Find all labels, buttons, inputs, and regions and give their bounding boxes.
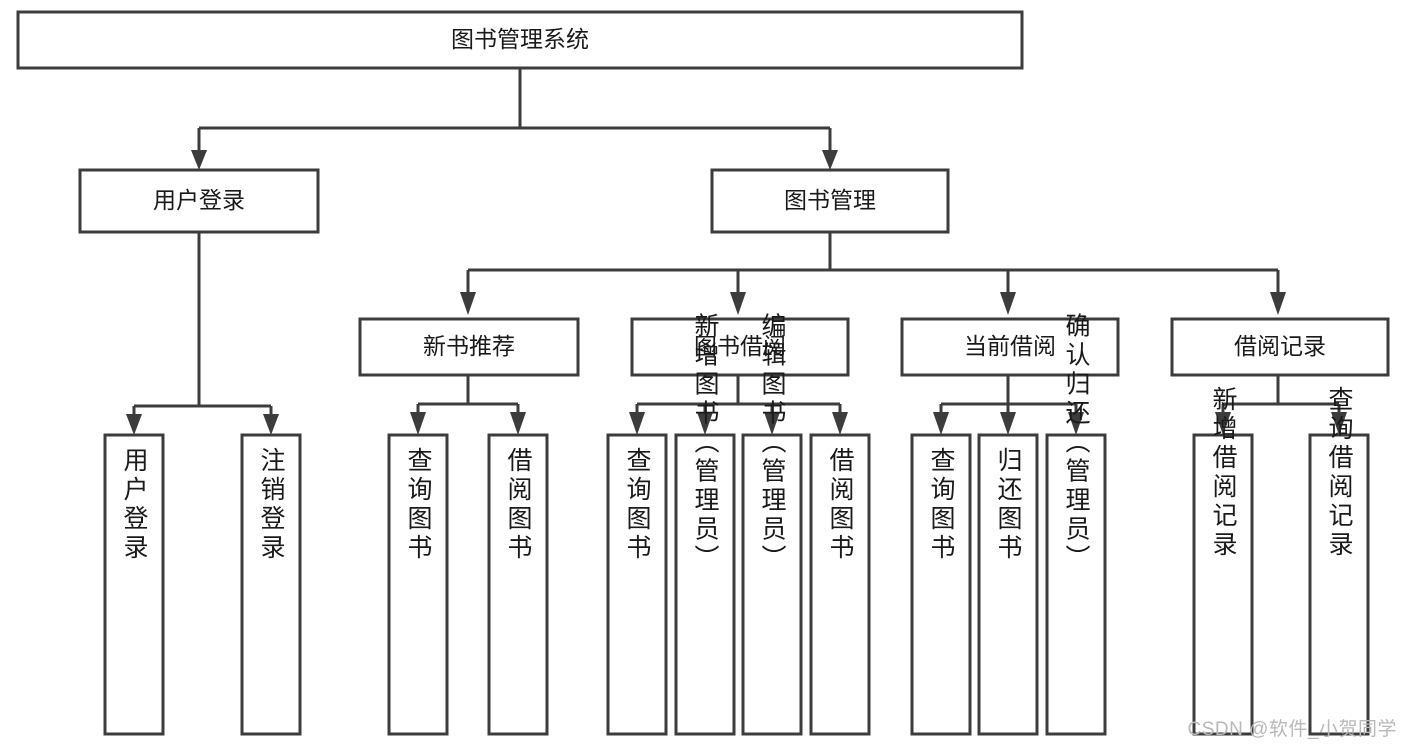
node-leaf-query-book-3-label: 查询图书: [927, 447, 956, 563]
node-leaf-query-book-3[interactable]: 查询图书: [910, 433, 972, 736]
connector-group-new-book-recommend: [410, 375, 526, 435]
arrow-head-new-book-recommend: [460, 292, 476, 315]
node-leaf-query-book-1[interactable]: 查询图书: [387, 433, 449, 736]
node-leaf-query-book-1-box[interactable]: [387, 433, 449, 736]
arrow-head-leaf-query-record: [1331, 412, 1347, 435]
node-leaf-confirm-return[interactable]: 确认归还（管理员）: [1045, 313, 1107, 736]
node-leaf-add-record-box[interactable]: [1192, 433, 1254, 736]
node-leaf-query-book-2[interactable]: 查询图书: [606, 433, 668, 736]
arrow-head-leaf-borrow-book-2: [832, 412, 848, 435]
node-leaf-logout-label: 注销登录: [257, 447, 286, 563]
node-root-system-label: 图书管理系统: [451, 26, 589, 52]
node-book-management-label: 图书管理: [784, 187, 876, 213]
node-leaf-borrow-book-1-label: 借阅图书: [504, 447, 533, 563]
node-leaf-query-record-box[interactable]: [1308, 433, 1370, 736]
node-leaf-query-book-3-box[interactable]: [910, 433, 972, 736]
node-leaf-borrow-book-1[interactable]: 借阅图书: [487, 433, 549, 736]
connector-group-user-login: [126, 232, 279, 435]
arrow-head-leaf-user-login: [126, 414, 142, 435]
node-root-system[interactable]: 图书管理系统: [16, 10, 1024, 70]
node-borrow-record-box[interactable]: [1170, 317, 1390, 377]
connector-group-book-management: [460, 232, 1286, 315]
node-book-management-box[interactable]: [710, 168, 950, 234]
node-leaf-borrow-book-2-box[interactable]: [809, 433, 871, 736]
node-leaf-query-record-label: 查询借阅记录: [1325, 386, 1354, 560]
node-new-book-recommend[interactable]: 新书推荐: [358, 317, 580, 377]
arrow-head-leaf-confirm-return: [1068, 412, 1084, 435]
arrow-head-leaf-add-book: [697, 412, 713, 435]
node-root-system-box[interactable]: [16, 10, 1024, 70]
node-leaf-add-book[interactable]: 新增图书（管理员）: [674, 313, 736, 736]
node-borrow-record[interactable]: 借阅记录: [1170, 317, 1390, 377]
node-borrow-record-label: 借阅记录: [1234, 333, 1326, 359]
node-current-borrow[interactable]: 当前借阅: [900, 317, 1120, 377]
node-leaf-edit-book[interactable]: 编辑图书（管理员）: [741, 313, 803, 736]
node-leaf-confirm-return-box[interactable]: [1045, 433, 1107, 736]
node-leaf-logout[interactable]: 注销登录: [240, 433, 302, 736]
node-leaf-add-book-label: 新增图书（管理员）: [691, 313, 720, 574]
node-leaf-edit-book-box[interactable]: [741, 433, 803, 736]
node-leaf-add-record-label: 新增借阅记录: [1209, 386, 1238, 560]
node-leaf-confirm-return-label: 确认归还（管理员）: [1062, 313, 1091, 574]
node-leaf-logout-box[interactable]: [240, 433, 302, 736]
node-user-login-label: 用户登录: [153, 187, 245, 213]
arrow-head-leaf-add-record: [1215, 412, 1231, 435]
node-leaf-borrow-book-2[interactable]: 借阅图书: [809, 433, 871, 736]
arrow-head-book-borrow: [730, 292, 746, 315]
arrow-head-leaf-return-book: [1000, 412, 1016, 435]
arrow-head-leaf-query-book-3: [933, 412, 949, 435]
arrow-head-leaf-borrow-book-1: [510, 412, 526, 435]
arrow-head-current-borrow: [1000, 292, 1016, 315]
node-book-borrow[interactable]: 图书借阅: [630, 317, 850, 377]
node-leaf-borrow-book-1-box[interactable]: [487, 433, 549, 736]
node-user-login-box[interactable]: [78, 168, 320, 234]
node-new-book-recommend-label: 新书推荐: [423, 333, 515, 359]
arrow-head-user-login: [191, 150, 207, 170]
arrow-head-leaf-query-book-1: [410, 412, 426, 435]
node-leaf-edit-book-label: 编辑图书（管理员）: [758, 313, 787, 574]
arrow-head-borrow-record: [1270, 292, 1286, 315]
node-leaf-query-record[interactable]: 查询借阅记录: [1308, 386, 1370, 736]
node-current-borrow-box[interactable]: [900, 317, 1120, 377]
node-leaf-return-book[interactable]: 归还图书: [977, 433, 1039, 736]
node-leaf-query-book-1-label: 查询图书: [404, 447, 433, 563]
node-leaf-return-book-box[interactable]: [977, 433, 1039, 736]
arrow-head-book-management: [822, 150, 838, 170]
arrow-head-leaf-query-book-2: [629, 412, 645, 435]
arrow-head-leaf-edit-book: [764, 412, 780, 435]
node-leaf-query-book-2-box[interactable]: [606, 433, 668, 736]
connector-group-current-borrow: [933, 375, 1084, 435]
node-leaf-user-login-label: 用户登录: [120, 447, 149, 563]
node-leaf-user-login[interactable]: 用户登录: [103, 433, 165, 736]
node-leaf-add-record[interactable]: 新增借阅记录: [1192, 386, 1254, 736]
node-leaf-return-book-label: 归还图书: [994, 447, 1023, 563]
node-leaf-query-book-2-label: 查询图书: [623, 447, 652, 563]
node-leaf-borrow-book-2-label: 借阅图书: [826, 447, 855, 563]
node-book-borrow-label: 图书借阅: [694, 333, 786, 359]
node-book-management[interactable]: 图书管理: [710, 168, 950, 234]
connector-group-borrow-record: [1215, 375, 1347, 435]
connector-group-book-borrow: [629, 375, 848, 435]
node-new-book-recommend-box[interactable]: [358, 317, 580, 377]
node-book-borrow-box[interactable]: [630, 317, 850, 377]
node-current-borrow-label: 当前借阅: [964, 333, 1056, 359]
node-leaf-user-login-box[interactable]: [103, 433, 165, 736]
arrow-head-leaf-logout: [263, 414, 279, 435]
connector-group-root: [191, 68, 838, 170]
node-leaf-add-book-box[interactable]: [674, 433, 736, 736]
node-user-login[interactable]: 用户登录: [78, 168, 320, 234]
